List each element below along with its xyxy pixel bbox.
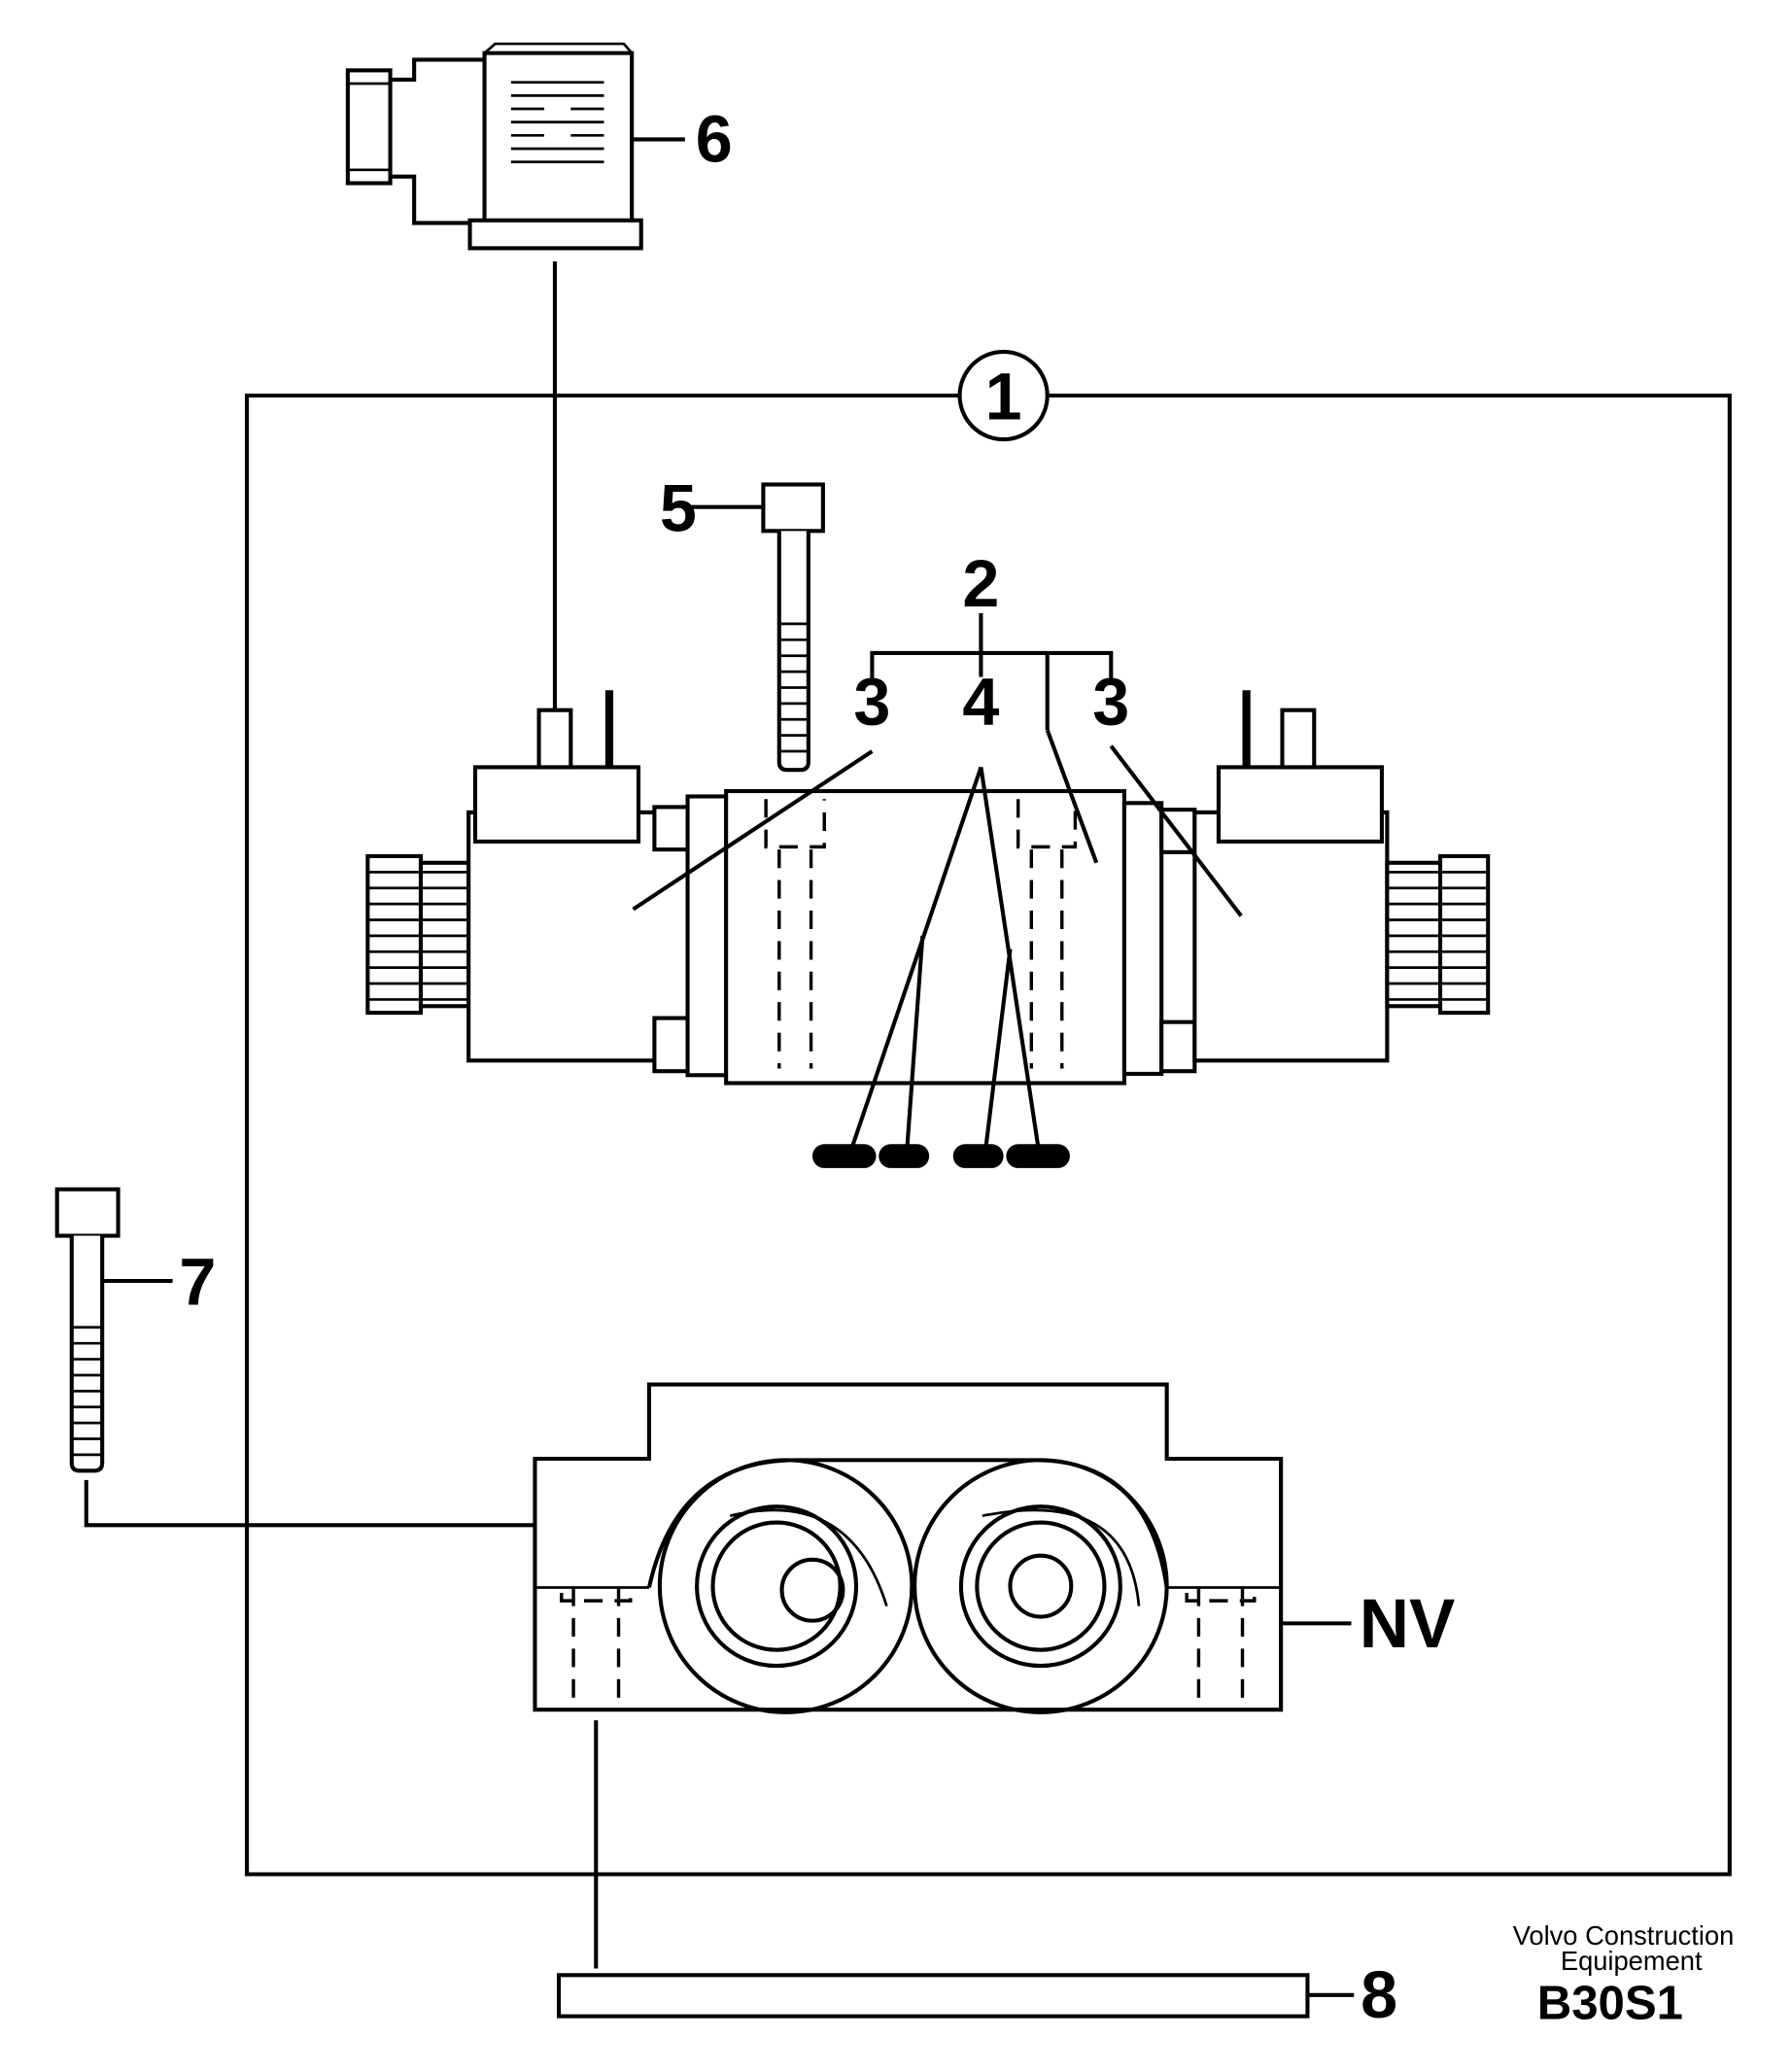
- figure-code: B30S1: [1537, 1976, 1683, 2029]
- callout-3-right: 3: [1092, 666, 1129, 740]
- footer: Volvo Construction Equipement B30S1: [1513, 1920, 1735, 2029]
- callout-8: 8: [1361, 1958, 1397, 2032]
- callout-2: 2: [962, 547, 999, 621]
- assembly-frame: 1: [245, 349, 1732, 1877]
- plug-connector: 6: [345, 42, 733, 710]
- callout-1: 1: [985, 361, 1022, 434]
- callout-4: 4: [962, 666, 999, 740]
- maker-line-1: Volvo Construction: [1513, 1920, 1735, 1951]
- gasket: 8: [557, 1720, 1397, 2032]
- screw-side: 7: [54, 1187, 596, 1584]
- left-knurl: [367, 870, 469, 1001]
- spool-callouts: 2 3 4 3: [853, 547, 1129, 740]
- internal-bores: [764, 799, 1078, 1069]
- base-block: NV: [533, 1382, 1456, 1714]
- solenoid-valve: [365, 690, 1491, 1156]
- callout-6: 6: [696, 103, 733, 177]
- o-rings: [811, 1144, 1070, 1168]
- callout-5: 5: [660, 471, 697, 545]
- callout-7: 7: [179, 1246, 216, 1320]
- right-knurl: [1387, 870, 1489, 1001]
- maker-line-2: Equipement: [1561, 1946, 1703, 1976]
- label-nv: NV: [1360, 1586, 1456, 1663]
- callout-3-left: 3: [853, 666, 890, 740]
- screw-top: 5: [660, 471, 825, 773]
